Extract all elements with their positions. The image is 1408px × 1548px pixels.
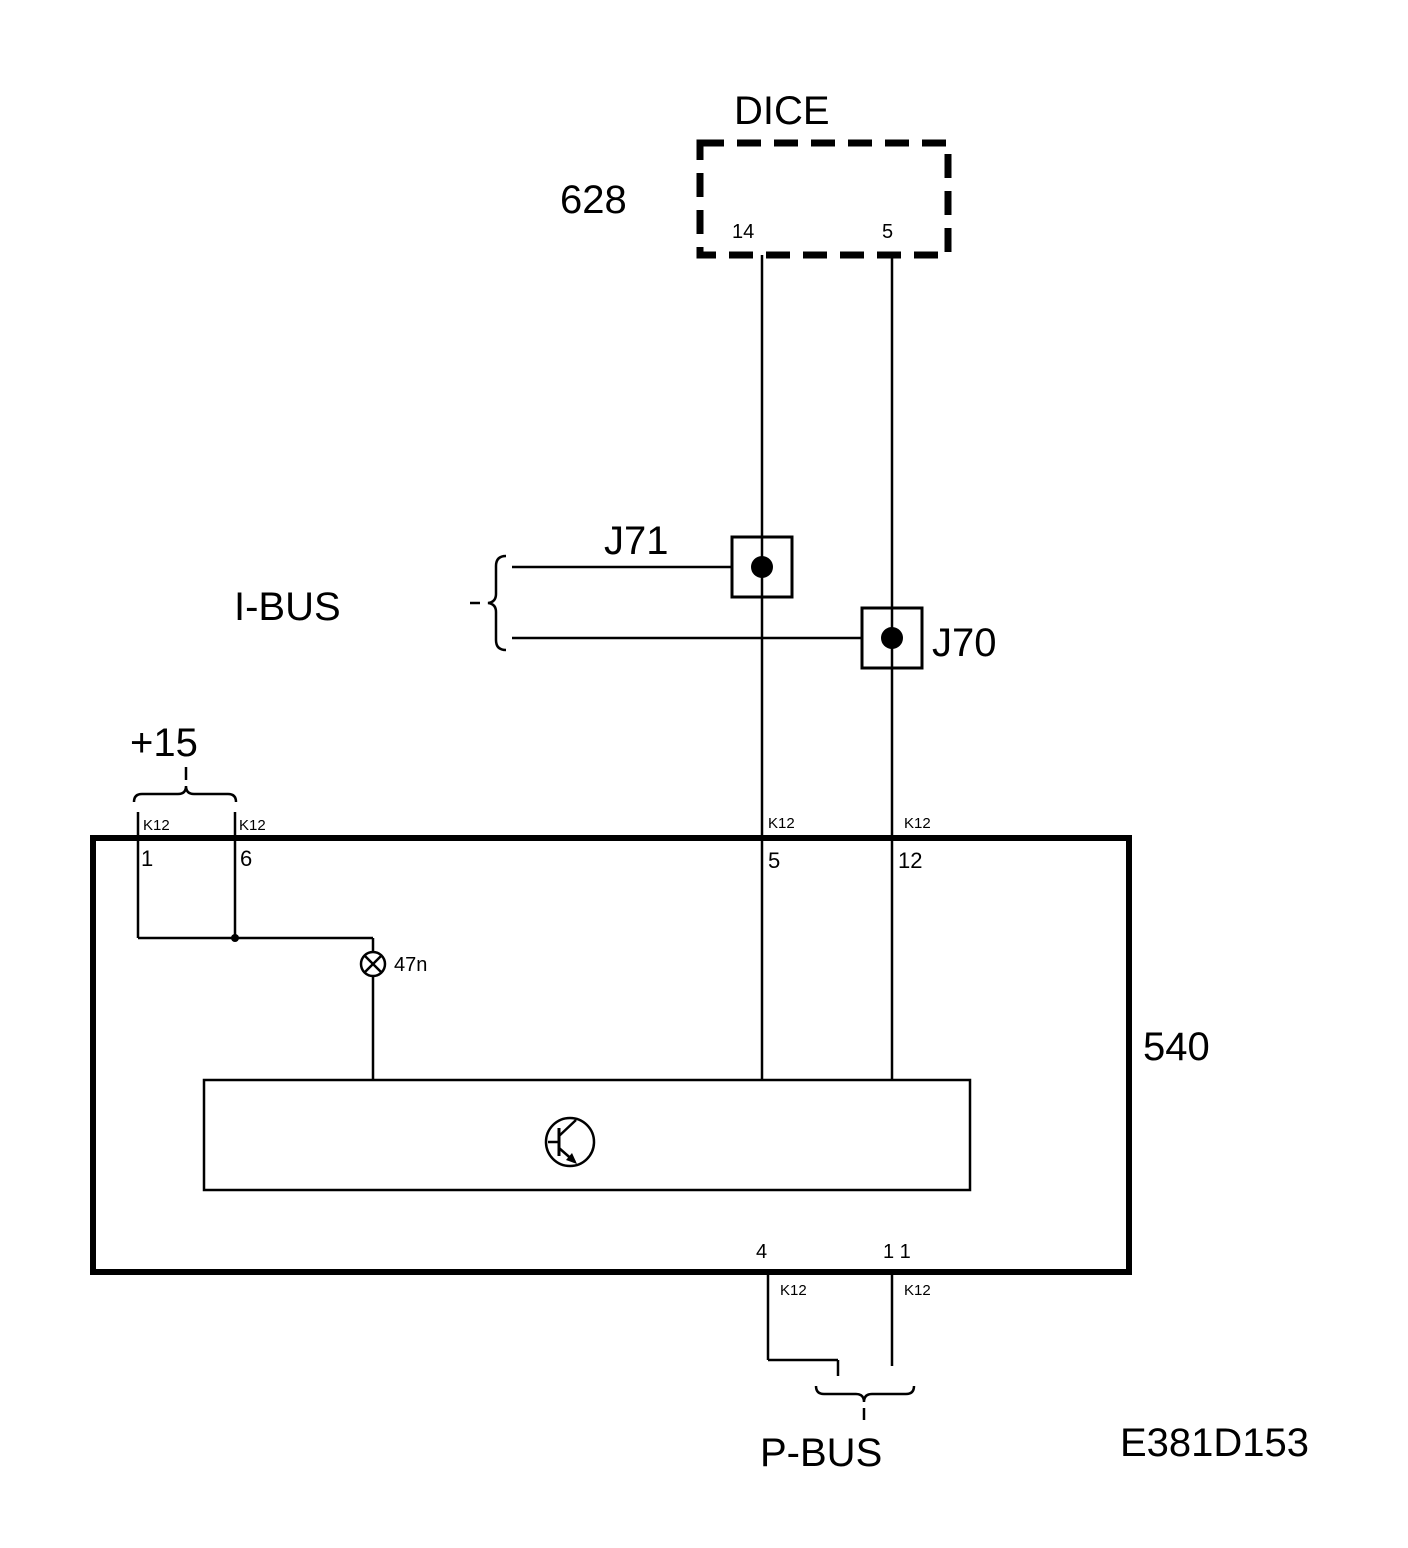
pin-4-label: 4 xyxy=(756,1241,767,1263)
dice-number-label: 628 xyxy=(560,178,627,222)
pin-1-label: 1 xyxy=(141,846,153,871)
diagram-id-label: E381D153 xyxy=(1120,1421,1309,1465)
transistor-icon xyxy=(544,1116,596,1168)
connector-k12-pin11: K12 xyxy=(904,1282,931,1299)
connector-k12-pin5: K12 xyxy=(768,815,795,832)
lamp-cross-b xyxy=(364,955,382,973)
pbus-label: P-BUS xyxy=(760,1431,882,1475)
connector-k12-pin6: K12 xyxy=(239,817,266,834)
j70-label: J70 xyxy=(932,621,997,665)
supply-brace xyxy=(132,785,238,803)
pin-11-label: 1 1 xyxy=(883,1241,911,1263)
dice-pin-14: 14 xyxy=(732,221,754,243)
j71-junction-dot xyxy=(751,556,773,578)
pbus-brace xyxy=(814,1385,916,1403)
ibus-brace xyxy=(487,554,507,652)
dice-pin-5: 5 xyxy=(882,221,893,243)
lamp-47n-label: 47n xyxy=(394,954,427,976)
connector-k12-pin4: K12 xyxy=(780,1282,807,1299)
module-540-box xyxy=(90,835,1132,1275)
ibus-label: I-BUS xyxy=(234,585,341,629)
supply-junction-dot xyxy=(231,934,239,942)
inner-control-unit-box xyxy=(202,1078,972,1192)
module-540-label: 540 xyxy=(1143,1025,1210,1069)
supply-plus15-label: +15 xyxy=(130,721,198,765)
pin-5-label: 5 xyxy=(768,848,780,873)
dice-module-box xyxy=(696,139,952,259)
pin-6-label: 6 xyxy=(240,846,252,871)
dice-label: DICE xyxy=(734,89,830,133)
j70-junction-dot xyxy=(881,627,903,649)
connector-k12-pin12: K12 xyxy=(904,815,931,832)
pin-12-label: 12 xyxy=(898,848,922,873)
j71-label: J71 xyxy=(604,519,669,563)
connector-k12-pin1: K12 xyxy=(143,817,170,834)
